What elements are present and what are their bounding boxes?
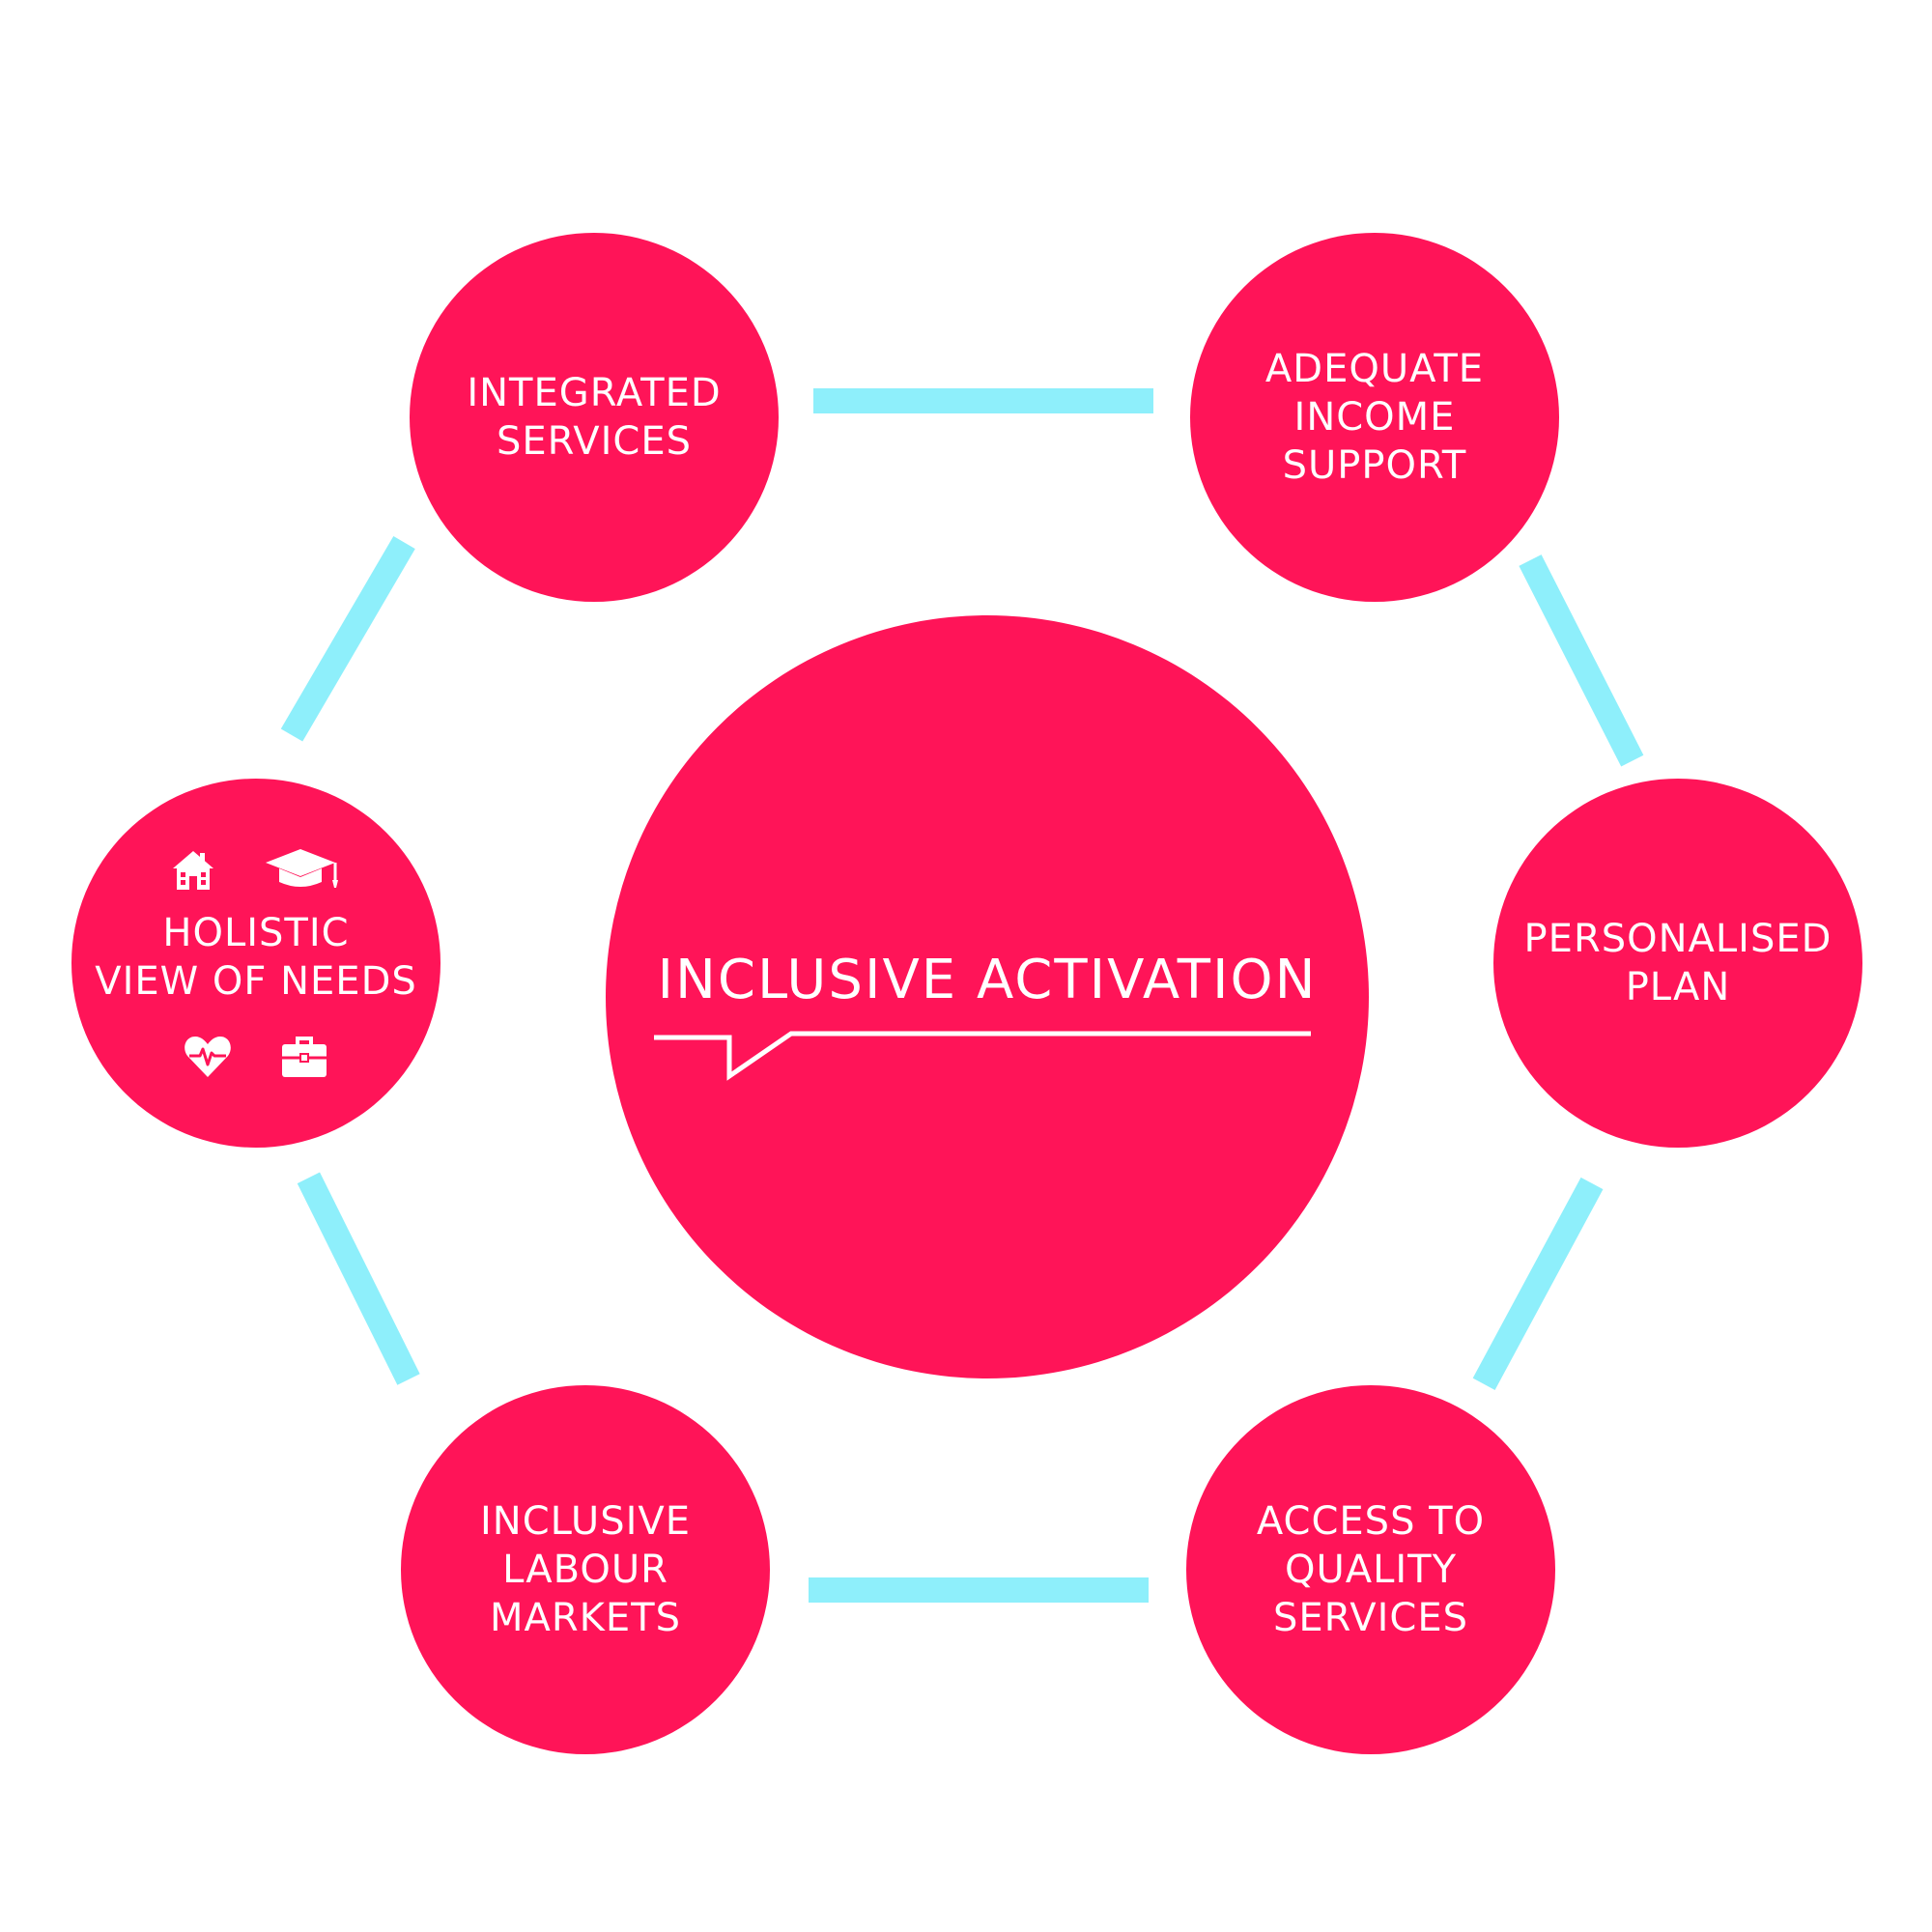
node-label: INTEGRATED SERVICES [467,371,722,464]
connector-access-to-labour [809,1577,1149,1603]
connector-plan-to-access [1472,1177,1604,1390]
icon-row-bottom [184,1035,328,1079]
connector-holistic-to-integrated [280,535,415,742]
icon-row-top [171,847,341,892]
node-label: PERSONALISED PLAN [1523,917,1833,1009]
center-title: INCLUSIVE ACTIVATION [657,949,1318,1011]
heart-pulse-icon [185,1037,231,1077]
node-personalised-plan: PERSONALISED PLAN [1493,779,1862,1148]
center-node-inclusive-activation: INCLUSIVE ACTIVATION [606,615,1369,1378]
node-inclusive-labour-markets: INCLUSIVE LABOUR MARKETS [401,1385,770,1754]
node-label: ACCESS TO QUALITY SERVICES [1256,1499,1486,1640]
graduation-cap-icon [266,849,338,888]
node-access-to-quality-services: ACCESS TO QUALITY SERVICES [1186,1385,1555,1754]
node-label: INCLUSIVE LABOUR MARKETS [479,1499,692,1640]
node-label: ADEQUATE INCOME SUPPORT [1264,347,1485,488]
node-holistic-view-of-needs: HOLISTIC VIEW OF NEEDS [71,779,440,1148]
speech-bubble-line [654,1031,1311,1081]
connector-income-to-plan [1519,554,1644,767]
node-label: HOLISTIC VIEW OF NEEDS [95,911,417,1004]
connector-integrated-to-income [813,388,1153,413]
briefcase-icon [282,1037,327,1077]
node-adequate-income-support: ADEQUATE INCOME SUPPORT [1190,233,1559,602]
connector-labour-to-holistic [297,1172,420,1385]
node-integrated-services: INTEGRATED SERVICES [410,233,779,602]
house-icon [173,851,213,890]
